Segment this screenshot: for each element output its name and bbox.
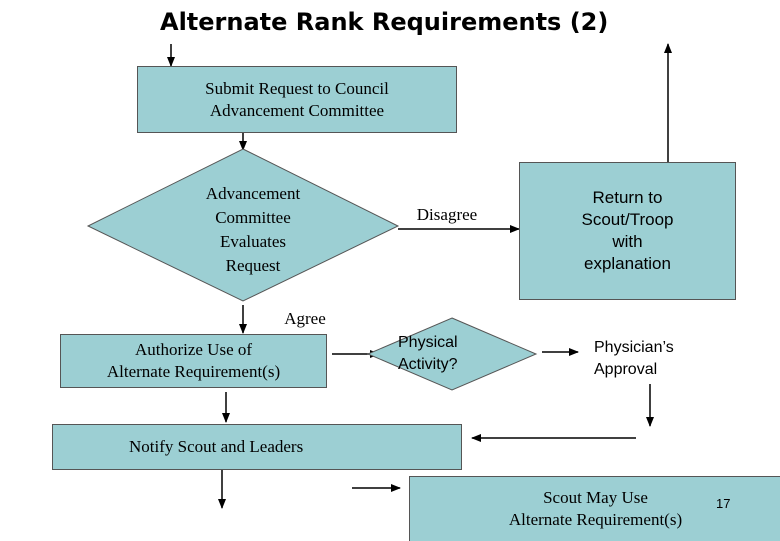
return-to-scout-box: Return to Scout/Troop with explanation [519,162,736,300]
authorize-use-box: Authorize Use of Alternate Requirement(s… [60,334,327,388]
may-use-box: Scout May Use Alternate Requirement(s) [409,476,780,541]
page-number: 17 [716,496,731,511]
notify-scout-box: Notify Scout and Leaders [52,424,462,470]
evaluate-request-label: Advancement Committee Evaluates Request [205,184,301,275]
page-title: Alternate Rank Requirements (2) [160,8,609,36]
may-use-label: Scout May Use Alternate Requirement(s) [508,488,683,529]
physician-approval-label: Physician’s Approval [594,339,674,378]
notify-scout-label: Notify Scout and Leaders [129,437,304,456]
physical-diamond [366,317,538,391]
physical-activity-label: Physical Activity? [398,334,458,373]
evaluate-diamond [86,148,400,302]
authorize-use-label: Authorize Use of Alternate Requirement(s… [106,340,281,381]
submit-request-label: Submit Request to Council Advancement Co… [205,78,389,120]
disagree-label: Disagree [416,205,478,224]
return-to-scout-label: Return to Scout/Troop with explanation [581,188,674,273]
agree-label: Agree [284,309,326,328]
submit-request-box: Submit Request to Council Advancement Co… [137,66,457,133]
